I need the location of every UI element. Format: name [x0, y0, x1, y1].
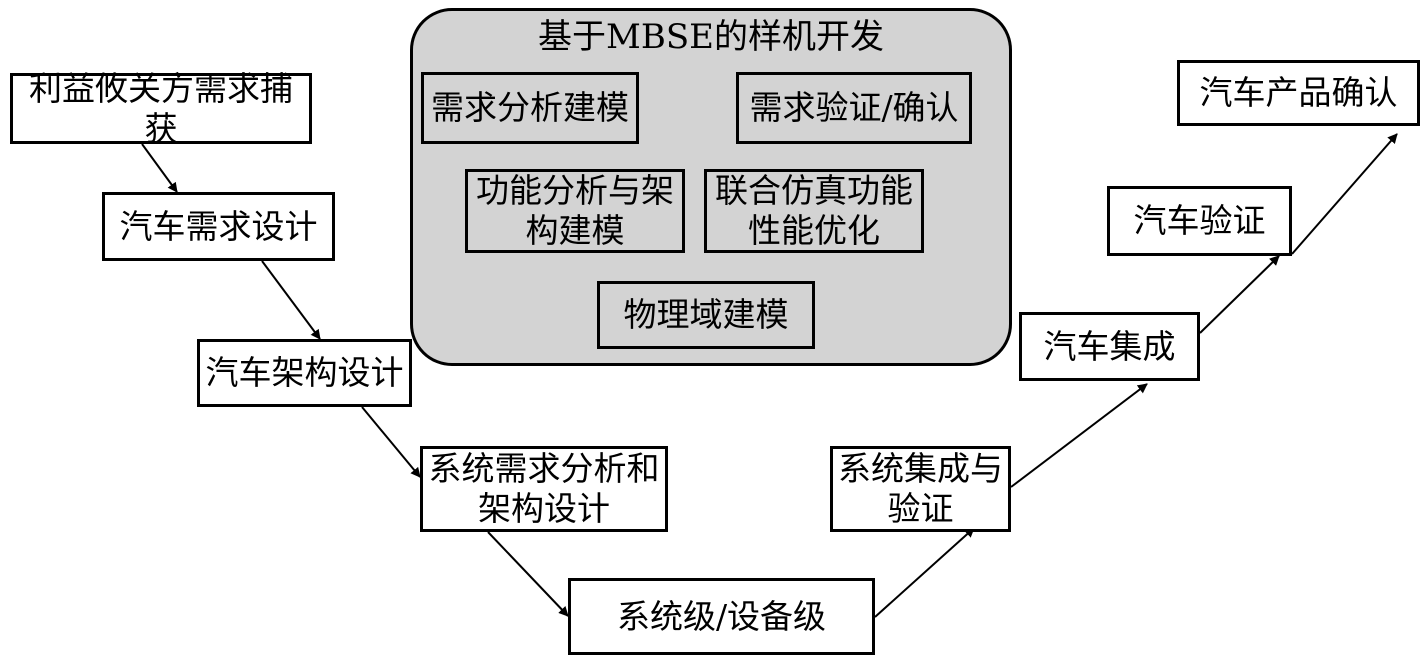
- mbse-item-req-verification: 需求验证/确认: [736, 72, 972, 144]
- box-vehicle-verification: 汽车验证: [1107, 186, 1292, 256]
- box-system-integration-verify: 系统集成与 验证: [830, 446, 1011, 532]
- arrow-vehicle-integ-to-verify: [1199, 255, 1280, 334]
- arrow-stakeholder-to-vehicle-req: [141, 143, 178, 193]
- arrow-device-to-system-integ: [874, 527, 975, 618]
- mbse-item-cosim-optimization: 联合仿真功能 性能优化: [704, 169, 924, 253]
- arrow-vehicle-req-to-arch: [261, 260, 321, 340]
- mbse-item-req-analysis-modeling: 需求分析建模: [421, 72, 639, 144]
- box-vehicle-product-confirmation: 汽车产品确认: [1177, 60, 1420, 126]
- box-system-device-level: 系统级/设备级: [568, 578, 875, 655]
- arrow-system-integ-to-vehicle-integ: [1010, 383, 1148, 488]
- box-vehicle-arch-design: 汽车架构设计: [197, 339, 412, 407]
- arrow-arch-to-system-req: [361, 406, 421, 478]
- mbse-panel-title: 基于MBSE的样机开发: [538, 17, 884, 57]
- box-system-req-arch-design: 系统需求分析和 架构设计: [420, 446, 668, 532]
- box-vehicle-req-design: 汽车需求设计: [102, 192, 335, 261]
- box-stakeholder-req-capture: 利益攸关方需求捕获: [10, 69, 312, 148]
- arrow-system-req-to-device: [487, 531, 569, 617]
- mbse-item-physical-modeling: 物理域建模: [597, 281, 815, 349]
- arrow-verify-to-product-confirm: [1291, 133, 1398, 255]
- mbse-item-function-arch-modeling: 功能分析与架 构建模: [465, 169, 685, 253]
- box-vehicle-integration: 汽车集成: [1019, 312, 1200, 381]
